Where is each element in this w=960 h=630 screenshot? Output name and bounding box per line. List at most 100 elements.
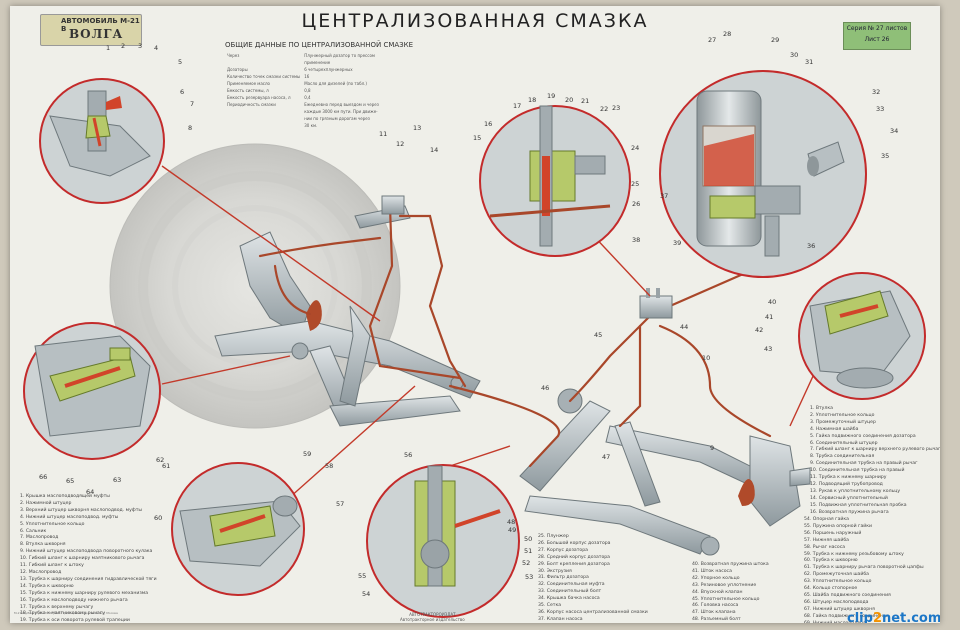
lubrication-diagram: 1234567891011121314151617181920212223242… <box>23 30 926 618</box>
legend-item: 58. Рычаг насоса <box>804 544 846 550</box>
legend-item: 61. Трубка к шарниру рычага поворотной ц… <box>804 565 924 571</box>
legend-item: 48. Разъемный болт <box>692 617 741 623</box>
callout-number: 58 <box>325 462 333 470</box>
callout-number: 34 <box>890 127 898 135</box>
legend-item: 40. Возвратная пружина штока <box>692 562 769 567</box>
callout-number: 19 <box>547 92 555 100</box>
callout-number: 11 <box>379 130 387 138</box>
specs-value: Масло для дизелей (по табл.) <box>304 81 367 86</box>
callout-number: 27 <box>708 36 716 44</box>
callout-number: 55 <box>358 572 366 580</box>
legend-item: 2. Нажимной штуцер <box>20 500 72 506</box>
specs-value: 0,4 <box>304 95 311 100</box>
legend-item: 5. Гайка подвижного соединения дозатора <box>810 433 916 439</box>
legend-item: 8. Трубка соединительная <box>810 454 875 460</box>
callout-number: 61 <box>162 462 170 470</box>
clip2net-watermark[interactable]: clip2net.com <box>847 611 940 623</box>
legend-item: 11. Трубка к нижнему шарниру <box>810 475 887 481</box>
poster: АВТОМОБИЛЬ М-21 В ВОЛГА ЦЕНТРАЛИЗОВАННАЯ… <box>10 6 940 623</box>
series-badge: Серия № 27 листов Лист 26 <box>843 22 911 50</box>
specs-param: Емкость системы, л <box>227 88 269 93</box>
callout-number: 33 <box>876 105 884 113</box>
specs-param: Периодичность смазки <box>227 102 276 107</box>
callout-number: 63 <box>113 476 121 484</box>
legend-item: 14. Трубка к шкворню <box>20 583 74 589</box>
legend-item: 28. Средний корпус дозатора <box>538 554 610 560</box>
legend-item: 10. Соединительная трубка на правый <box>810 468 905 474</box>
specs-value: 6 четырехплунжерных <box>304 67 353 72</box>
legend-item: 69. Нижний маслоподвод <box>804 621 934 623</box>
callout-number: 42 <box>755 326 763 334</box>
callout-number: 14 <box>430 146 438 154</box>
legend-item: 54. Опорная гайка <box>804 517 849 522</box>
specs-param: Емкость резервуара насоса, л <box>227 95 291 100</box>
legend-item: 66. Штуцер маслоподвода <box>804 599 869 605</box>
right-suspension <box>519 388 811 556</box>
callout-number: 25 <box>631 180 639 188</box>
legend-item: 67. Нижний штуцер шкворня <box>804 606 875 612</box>
callout-number: 64 <box>86 488 94 496</box>
legend-item: 41. Шток насоса <box>692 568 732 574</box>
legend-item: 7. Маслопровод <box>20 535 59 541</box>
legend-item: 1. Втулка <box>810 406 833 411</box>
specs-param: Количество точек смазки системы <box>227 74 301 79</box>
legend-item: 36. Корпус насоса централизованной смазк… <box>538 609 648 615</box>
callout-number: 44 <box>680 323 688 331</box>
oil-lines <box>258 204 772 468</box>
legend-item: 2. Уплотнительное кольцо <box>810 412 875 418</box>
legend-item: 64. Кольцо стопорное <box>804 586 858 592</box>
poster-footer: М-21 В | Волга | Лист 26 | Автотракторно… <box>10 609 940 623</box>
callout-number: 31 <box>805 58 813 66</box>
publisher-subtitle: Автотракторное издательство <box>400 617 465 622</box>
specs-row: каждые 3000 км пути. При движе- <box>225 108 381 115</box>
legend-item: 6. Соединительный штуцер <box>810 440 878 446</box>
legend-item: 18. Трубка к маятниковому рычагу <box>20 611 105 617</box>
watermark-2: 2 <box>872 611 882 623</box>
callout-number: 47 <box>602 453 610 461</box>
callout-number: 49 <box>508 526 516 534</box>
logo-brand-text: ВОЛГА <box>69 27 124 41</box>
legend-item: 9. Нижний штуцер маслоподвода поворотног… <box>20 549 153 555</box>
legend-item: 12. Маслопровод <box>20 569 62 575</box>
legend-item: 27. Корпус дозатора <box>538 547 588 553</box>
legend-item: 11. Гибкий шланг к штоку <box>20 563 84 569</box>
callout-number: 22 <box>600 105 608 113</box>
detail-circle-kingpin <box>39 78 165 204</box>
callout-number: 8 <box>188 124 192 132</box>
legend-item: 43. Резиновое уплотнение <box>692 582 757 588</box>
specs-param: Дозаторы <box>227 67 248 72</box>
callout-number: 50 <box>524 535 532 543</box>
callout-number: 54 <box>362 590 370 598</box>
specs-param: Применяемое масло <box>227 81 270 86</box>
detail-circle-steering-joint <box>171 462 305 596</box>
callout-number: 48 <box>507 518 515 526</box>
legend-item: 26. Большой корпус дозатора <box>538 540 611 546</box>
legend-item: 46. Головка насоса <box>692 603 739 609</box>
specs-block: ОБЩИЕ ДАННЫЕ ПО ЦЕНТРАЛИЗОВАННОЙ СМАЗКЕ … <box>225 41 435 129</box>
legend-item: 17. Трубка к верхнему рычагу <box>20 604 94 610</box>
legend-item: 57. Нижняя шайба <box>804 537 849 543</box>
legend-item: 34. Крышка бачка насоса <box>538 596 600 602</box>
legend-item: 25. Плунжер <box>538 534 569 539</box>
legend-item: 37. Клапан насоса <box>538 616 583 622</box>
legend-item: 3. Верхний штуцер шкворня маслоподвод. м… <box>20 507 143 513</box>
detail-circle-upper-arm <box>798 272 926 400</box>
callout-number: 5 <box>178 58 182 66</box>
detail-circle-pump <box>659 70 867 278</box>
callout-number: 45 <box>594 331 602 339</box>
legend-item: 47. Шток клапана <box>692 610 736 616</box>
legend-item: 9. Соединительная трубка на правый рычаг <box>810 461 918 467</box>
legend-item: 6. Сальник <box>20 528 47 534</box>
callout-number: 15 <box>473 134 481 142</box>
logo-model-text: АВТОМОБИЛЬ М-21 В <box>61 17 140 33</box>
specs-value: каждые 3000 км пути. При движе- <box>304 109 378 114</box>
legend-item: 10. Гибкий шланг к шарниру маятникового … <box>20 556 145 562</box>
callout-number: 51 <box>524 547 532 555</box>
callout-number: 13 <box>413 124 421 132</box>
callout-number: 52 <box>522 559 530 567</box>
detail-circle-dispenser <box>479 105 631 257</box>
